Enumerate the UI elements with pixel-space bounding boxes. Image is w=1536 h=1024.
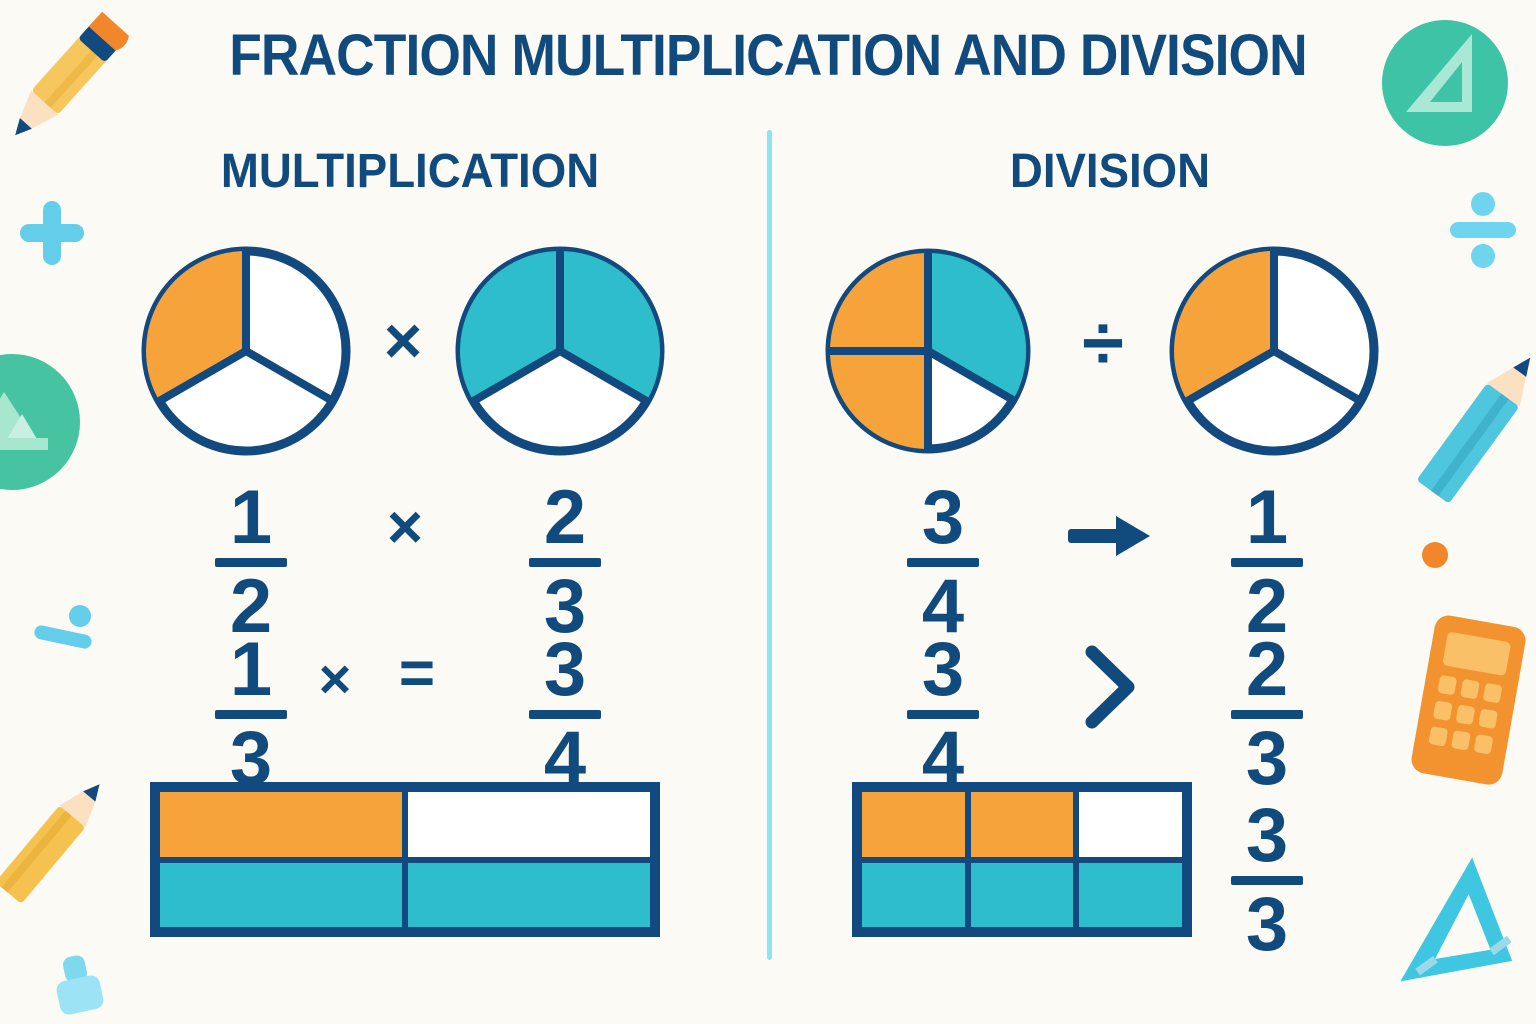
page-title: FRACTION MULTIPLICATION AND DIVISION bbox=[229, 23, 1307, 88]
numerator: 2 bbox=[543, 475, 587, 560]
pencil-icon bbox=[1418, 340, 1536, 510]
denominator: 3 bbox=[543, 564, 587, 650]
division-small-icon bbox=[26, 600, 106, 660]
fraction-div-row2-left: 3 4 bbox=[888, 627, 998, 797]
fraction-bar bbox=[529, 710, 601, 720]
bar-model-cell bbox=[157, 789, 405, 860]
fraction-bar bbox=[907, 710, 979, 720]
bar-model-row bbox=[859, 789, 1186, 860]
bar-model-row bbox=[859, 859, 1186, 930]
dot-icon bbox=[1420, 540, 1450, 570]
fraction-div-row3-right: 3 3 bbox=[1212, 793, 1322, 968]
pie-chart-multiplication-right bbox=[452, 243, 668, 459]
numerator: 3 bbox=[1245, 793, 1289, 878]
fraction-mult-row2-left: 1 3 bbox=[196, 627, 306, 797]
bar-model-cell bbox=[967, 859, 1077, 930]
numerator: 3 bbox=[921, 627, 965, 712]
bar-model-division bbox=[852, 782, 1192, 937]
pie-multiplication-operator: × bbox=[383, 303, 423, 377]
numerator: 1 bbox=[229, 475, 273, 560]
bar-model-multiplication bbox=[150, 782, 660, 937]
denominator: 4 bbox=[921, 564, 965, 650]
triangle-ruler-badge-icon bbox=[1380, 18, 1510, 148]
bar-model-row bbox=[157, 789, 653, 860]
denominator: 3 bbox=[1245, 882, 1289, 968]
arrow-right-icon bbox=[1068, 512, 1154, 560]
bar-model-cell bbox=[1076, 789, 1186, 860]
fraction-bar bbox=[1231, 558, 1303, 568]
triangle-ruler-icon bbox=[1398, 850, 1536, 1020]
numerator: 1 bbox=[1245, 475, 1289, 560]
fraction-bar bbox=[529, 558, 601, 568]
fraction-bar bbox=[1231, 876, 1303, 886]
bar-model-row bbox=[157, 859, 653, 930]
division-heading: DIVISION bbox=[1009, 145, 1211, 198]
bar-model-cell bbox=[1076, 859, 1186, 930]
bar-model-cell bbox=[859, 789, 968, 860]
equals-operator: = bbox=[398, 639, 436, 708]
pie-chart-division-left bbox=[822, 245, 1034, 457]
fraction-bar bbox=[215, 558, 287, 568]
bar-model-cell bbox=[157, 859, 405, 930]
fraction-div-row1-right: 1 2 bbox=[1212, 475, 1322, 650]
fraction-bar bbox=[1231, 710, 1303, 720]
denominator: 2 bbox=[1245, 564, 1289, 650]
pie-chart-division-right bbox=[1166, 243, 1382, 459]
pie-chart-multiplication-left bbox=[138, 243, 354, 459]
multiplication-operator-row2: × bbox=[318, 647, 352, 710]
multiplication-heading: MULTIPLICATION bbox=[220, 145, 600, 198]
pie-division-operator: ÷ bbox=[1082, 301, 1124, 386]
section-divider bbox=[767, 130, 772, 960]
eraser-icon bbox=[48, 950, 118, 1022]
pencil-icon bbox=[0, 760, 124, 920]
division-icon bbox=[1448, 192, 1518, 268]
multiplication-operator-row1: × bbox=[386, 493, 424, 562]
bar-model-cell bbox=[967, 789, 1077, 860]
fraction-bar bbox=[907, 558, 979, 568]
fraction-mult-row2-right: 3 4 bbox=[510, 627, 620, 797]
denominator: 2 bbox=[229, 564, 273, 650]
fraction-div-row2-right: 2 3 bbox=[1212, 627, 1322, 802]
fraction-div-row1-left: 3 4 bbox=[888, 475, 998, 650]
fraction-mult-row1-right: 2 3 bbox=[510, 475, 620, 650]
bar-model-cell bbox=[859, 859, 968, 930]
mountain-badge-icon bbox=[0, 352, 82, 492]
numerator: 3 bbox=[543, 627, 587, 712]
calculator-icon bbox=[1398, 608, 1536, 798]
plus-icon bbox=[14, 195, 90, 271]
fraction-mult-row1-left: 1 2 bbox=[196, 475, 306, 650]
numerator: 1 bbox=[229, 627, 273, 712]
bar-model-cell bbox=[405, 789, 653, 860]
denominator: 3 bbox=[1245, 716, 1289, 802]
numerator: 3 bbox=[921, 475, 965, 560]
bar-model-cell bbox=[405, 859, 653, 930]
fraction-bar bbox=[215, 710, 287, 720]
greater-than-icon bbox=[1082, 644, 1138, 730]
pencil-icon bbox=[0, 6, 134, 156]
numerator: 2 bbox=[1245, 627, 1289, 712]
